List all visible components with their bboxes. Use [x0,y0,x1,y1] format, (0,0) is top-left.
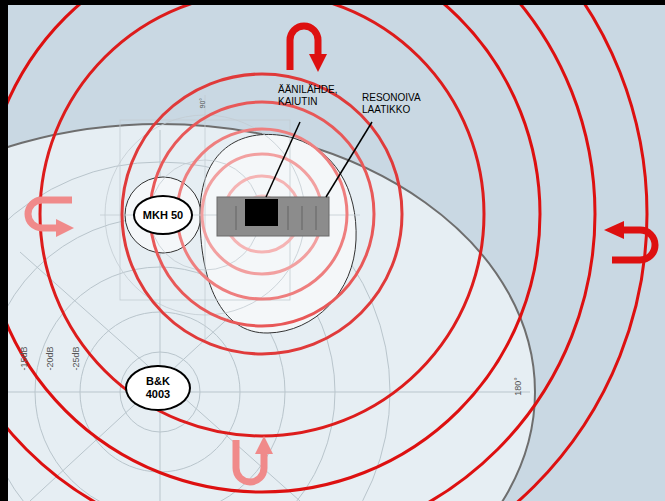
polar-grid [100,95,360,340]
leader-line [326,122,372,197]
leader-line [266,122,300,197]
arrow-head [56,54,624,454]
microphone-label: MKH 50 [143,209,183,222]
resonating-box [217,197,329,236]
speaker [245,199,278,226]
frame [0,0,665,5]
angle-label: 90° [199,98,207,109]
scale-label: -15dB [19,346,30,370]
polar-plot [0,124,535,501]
figure-eight-pattern [125,134,356,333]
scale-label: -25dB [71,346,82,370]
sound-wave [0,0,647,501]
scale-label: -20dB [45,346,56,370]
microphone-circle: MKH 50 [133,195,193,235]
angle-label: 180° [513,377,524,396]
callout-label: RESONOIVA LAATIKKO [362,92,444,116]
reflection-arrow [28,26,655,482]
frame [0,0,8,501]
polar-grid [0,130,530,501]
microphone-label: B&K 4003 [136,375,180,400]
callout-label: ÄÄNILÄHDE, KAIUTIN [278,84,358,108]
microphone-circle: B&K 4003 [125,365,190,411]
